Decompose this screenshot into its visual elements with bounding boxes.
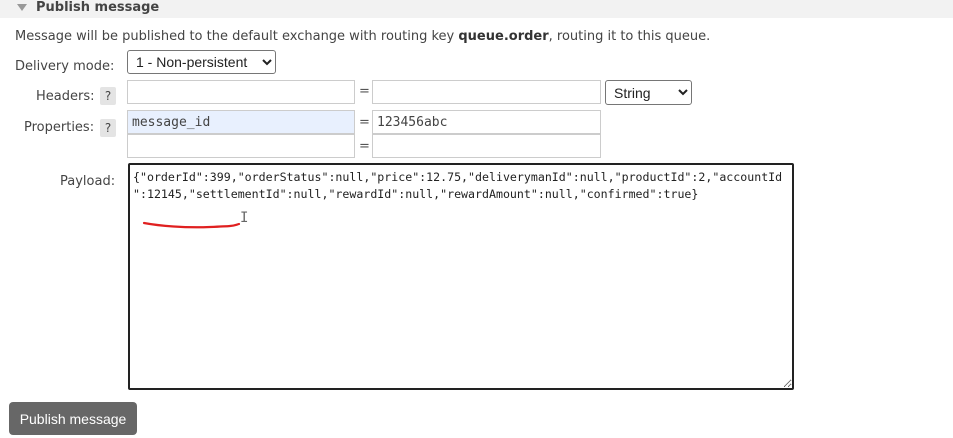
delivery-mode-select[interactable]: 1 - Non-persistent bbox=[127, 50, 276, 74]
red-underline-annotation bbox=[142, 221, 241, 229]
properties-label: Properties: bbox=[24, 120, 95, 135]
text-cursor-icon: I bbox=[240, 210, 249, 226]
publish-message-button[interactable]: Publish message bbox=[9, 402, 137, 435]
delivery-mode-label: Delivery mode: bbox=[15, 59, 115, 74]
property-key-input-empty[interactable] bbox=[127, 134, 355, 158]
payload-label: Payload: bbox=[60, 174, 116, 189]
headers-equals: = bbox=[359, 84, 370, 99]
headers-help-button[interactable]: ? bbox=[100, 87, 116, 105]
header-value-input[interactable] bbox=[372, 80, 601, 104]
property-key-input[interactable] bbox=[127, 110, 355, 134]
payload-textarea[interactable]: {"orderId":399,"orderStatus":null,"price… bbox=[128, 163, 794, 390]
headers-label: Headers: bbox=[36, 89, 95, 104]
routing-info-text: Message will be published to the default… bbox=[15, 29, 711, 44]
section-title: Publish message bbox=[36, 0, 160, 15]
properties-help-button[interactable]: ? bbox=[100, 119, 116, 137]
properties-equals: = bbox=[359, 115, 370, 130]
routing-key: queue.order bbox=[458, 29, 549, 44]
header-type-select[interactable]: String bbox=[605, 80, 692, 105]
collapse-arrow-icon[interactable] bbox=[17, 4, 27, 11]
property-value-input[interactable] bbox=[372, 110, 601, 134]
property-value-input-empty[interactable] bbox=[372, 134, 601, 158]
properties-equals-2: = bbox=[359, 139, 370, 154]
header-key-input[interactable] bbox=[127, 80, 355, 104]
publish-message-section-header[interactable]: Publish message bbox=[0, 0, 953, 18]
